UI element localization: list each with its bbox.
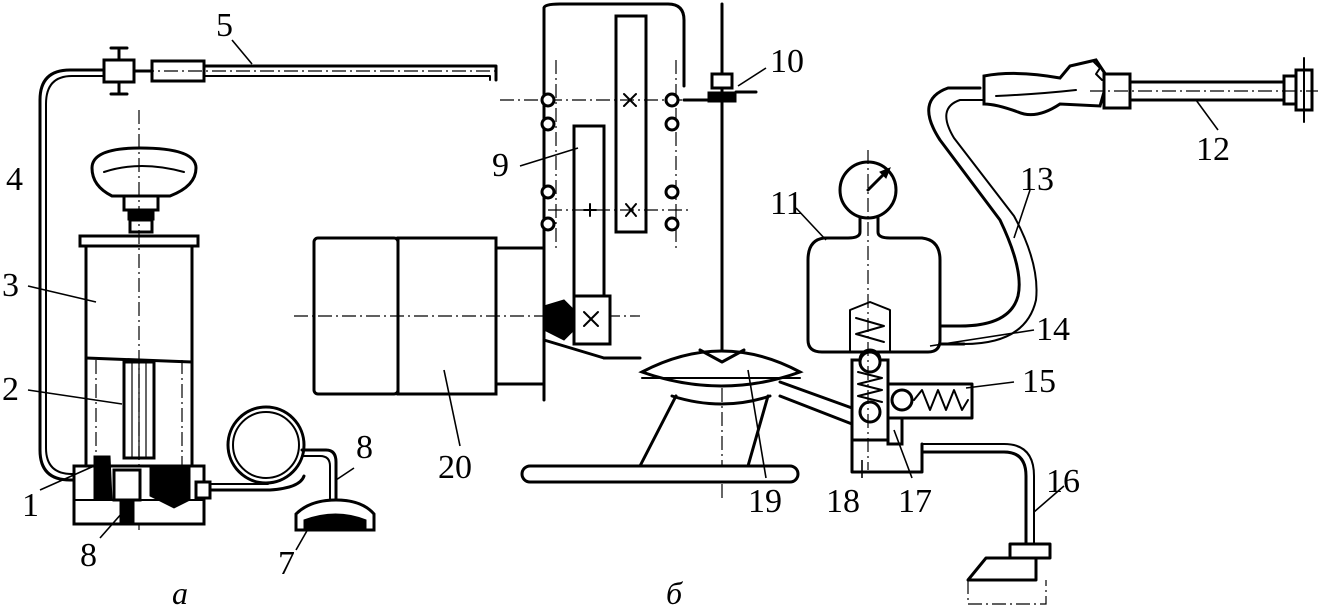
callout-16: 16 <box>1046 463 1080 500</box>
suction-pipe-16 <box>966 542 1052 605</box>
callout-4: 4 <box>6 161 23 198</box>
callout-12: 12 <box>1196 131 1230 168</box>
callout-19: 19 <box>748 483 782 520</box>
gear-large <box>614 14 648 234</box>
pump-block <box>72 455 212 526</box>
callout-11: 11 <box>770 185 803 222</box>
callout-5: 5 <box>216 7 233 44</box>
foot-pedal-7 <box>294 498 376 532</box>
pump-handle <box>90 146 198 234</box>
callout-20: 20 <box>438 449 472 486</box>
spray-gun-12 <box>982 57 1318 123</box>
callout-18: 18 <box>826 483 860 520</box>
callout-17: 17 <box>898 483 932 520</box>
gearbox <box>500 2 720 402</box>
hose-4 <box>38 68 106 482</box>
part-a-grease-gun <box>27 39 500 551</box>
nozzle-tube-5 <box>140 59 500 83</box>
caption-b: б <box>666 575 683 611</box>
pump-base <box>520 394 800 484</box>
coil-hose <box>208 405 338 506</box>
callout-13: 13 <box>1020 161 1054 198</box>
callout-1: 1 <box>22 487 39 524</box>
shaft-10 <box>682 2 758 498</box>
callout-8-right: 8 <box>356 429 373 466</box>
hose-13 <box>927 86 1038 345</box>
caption-a: а <box>172 575 188 611</box>
callout-3: 3 <box>2 267 19 304</box>
pressure-vessel-11 <box>806 150 966 470</box>
reservoir-3 <box>78 110 200 530</box>
callout-9: 9 <box>492 147 509 184</box>
callout-15: 15 <box>1022 363 1056 400</box>
diaphragm-19 <box>638 348 804 406</box>
callout-14: 14 <box>1036 311 1070 348</box>
callout-7: 7 <box>278 545 295 582</box>
callout-10: 10 <box>770 43 804 80</box>
callout-2: 2 <box>2 371 19 408</box>
callout-8-left: 8 <box>80 537 97 574</box>
spring-valve-15 <box>886 382 974 420</box>
